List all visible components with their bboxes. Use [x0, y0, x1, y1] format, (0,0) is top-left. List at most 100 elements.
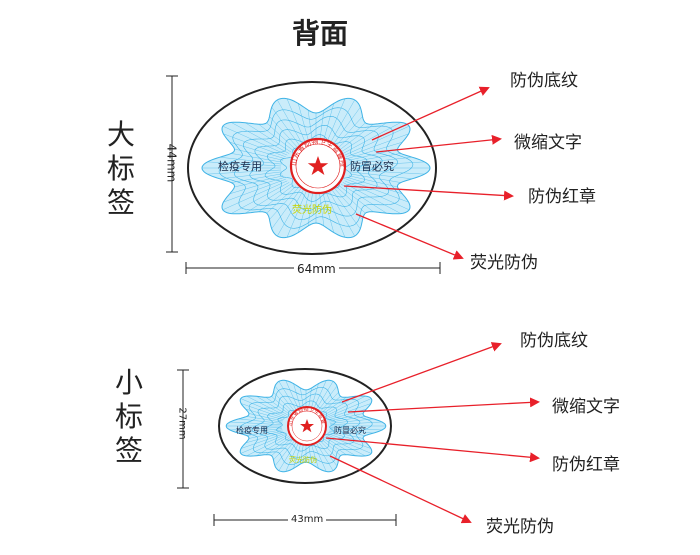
guilloche-line	[348, 175, 398, 188]
small-label-char: 标	[114, 400, 143, 433]
guilloche-line	[258, 185, 294, 212]
guilloche-line	[321, 190, 334, 233]
large-callout-fluorescent: 荧光防伪	[470, 253, 538, 273]
guilloche-line	[222, 180, 288, 210]
large-callout-arrows	[343, 86, 514, 260]
guilloche-line	[271, 188, 302, 229]
guilloche-line	[293, 383, 302, 412]
guilloche-line	[298, 103, 311, 146]
guilloche-line	[278, 381, 298, 413]
guilloche-line	[265, 397, 291, 415]
guilloche-line	[312, 440, 327, 472]
guilloche-line	[327, 99, 355, 148]
guilloche-line	[329, 416, 366, 423]
large-callout-background-pattern: 防伪底纹	[510, 71, 578, 91]
guilloche-line	[240, 434, 286, 454]
guilloche-line	[324, 98, 346, 147]
guilloche-line	[298, 190, 311, 233]
guilloche-line	[314, 381, 334, 413]
guilloche-line	[277, 99, 305, 148]
guilloche-line	[321, 437, 347, 455]
guilloche-line	[330, 188, 361, 229]
large-label-char: 大	[106, 118, 135, 151]
large-height-dimension	[166, 75, 178, 253]
small-right-text: 防冒必究	[334, 425, 366, 435]
guilloche-line	[316, 439, 338, 467]
guilloche-line	[330, 107, 361, 148]
guilloche-line	[229, 142, 285, 159]
guilloche-line	[285, 380, 300, 412]
guilloche-line	[340, 122, 387, 153]
guilloche-line	[231, 182, 290, 214]
page-title: 背面	[291, 17, 348, 50]
guilloche-line	[245, 122, 292, 153]
small-callout-fluorescent: 荧光防伪	[486, 517, 554, 537]
guilloche-line	[314, 439, 334, 471]
guilloche-line	[326, 434, 372, 454]
guilloche-line	[265, 437, 291, 455]
guilloche-line	[324, 189, 346, 238]
large-bottom-text: 荧光防伪	[292, 203, 332, 216]
guilloche-line	[335, 122, 366, 150]
guilloche-line	[312, 380, 327, 412]
guilloche-line	[274, 439, 296, 467]
seal-star-icon	[300, 419, 314, 433]
guilloche-line	[350, 169, 425, 175]
guilloche-line	[318, 392, 339, 414]
guilloche-line	[266, 122, 297, 150]
guilloche-line	[245, 408, 284, 420]
guilloche-line	[285, 440, 300, 472]
guilloche-line	[346, 179, 409, 203]
guilloche-line	[328, 430, 364, 439]
guilloche-line	[318, 190, 325, 227]
guilloche-line	[286, 98, 308, 147]
large-red-seal: 山东省动物卫生监督所	[289, 137, 347, 195]
guilloche-line	[246, 416, 283, 423]
small-callout-microtext: 微缩文字	[552, 397, 620, 417]
guilloche-line	[340, 183, 387, 214]
seal-star-icon	[307, 156, 329, 175]
guilloche-line	[327, 403, 371, 419]
small-callout-red-seal: 防伪红章	[552, 455, 620, 475]
guilloche-line	[229, 427, 282, 431]
guilloche-line	[274, 385, 296, 413]
guilloche-line	[223, 133, 286, 157]
small-width-label: 43mm	[288, 514, 327, 525]
guilloche-line	[241, 403, 285, 419]
guilloche-line	[258, 124, 294, 151]
small-label-name: 小 标 签	[112, 366, 146, 468]
guilloche-line	[240, 398, 286, 418]
large-height-label: 44mm	[164, 143, 179, 183]
guilloche-line	[335, 186, 366, 214]
guilloche-line	[207, 169, 282, 175]
guilloche-line	[241, 433, 285, 449]
guilloche-line	[273, 438, 294, 460]
guilloche-line	[269, 116, 299, 149]
guilloche-line	[256, 396, 289, 416]
large-callout-red-seal: 防伪红章	[528, 187, 596, 207]
guilloche-line	[245, 432, 284, 444]
guilloche-line	[329, 429, 366, 436]
guilloche-line	[330, 427, 383, 431]
guilloche-line	[316, 385, 338, 413]
guilloche-line	[231, 173, 283, 183]
guilloche-line	[238, 428, 282, 434]
guilloche-line	[328, 413, 364, 422]
guilloche-line	[319, 396, 341, 415]
guilloche-line	[246, 429, 283, 436]
large-label-char: 标	[106, 152, 135, 185]
guilloche-line	[207, 161, 282, 167]
guilloche-line	[344, 180, 410, 210]
guilloche-line	[269, 187, 299, 220]
guilloche-line	[246, 435, 288, 457]
guilloche-line	[307, 190, 314, 227]
guilloche-line	[330, 421, 383, 425]
guilloche-line	[286, 189, 308, 238]
small-label-char: 签	[114, 434, 143, 467]
guilloche-line	[245, 183, 292, 214]
large-width-label: 64mm	[294, 262, 339, 276]
guilloche-line	[271, 437, 293, 456]
guilloche-line	[350, 171, 413, 179]
guilloche-line	[330, 418, 374, 424]
